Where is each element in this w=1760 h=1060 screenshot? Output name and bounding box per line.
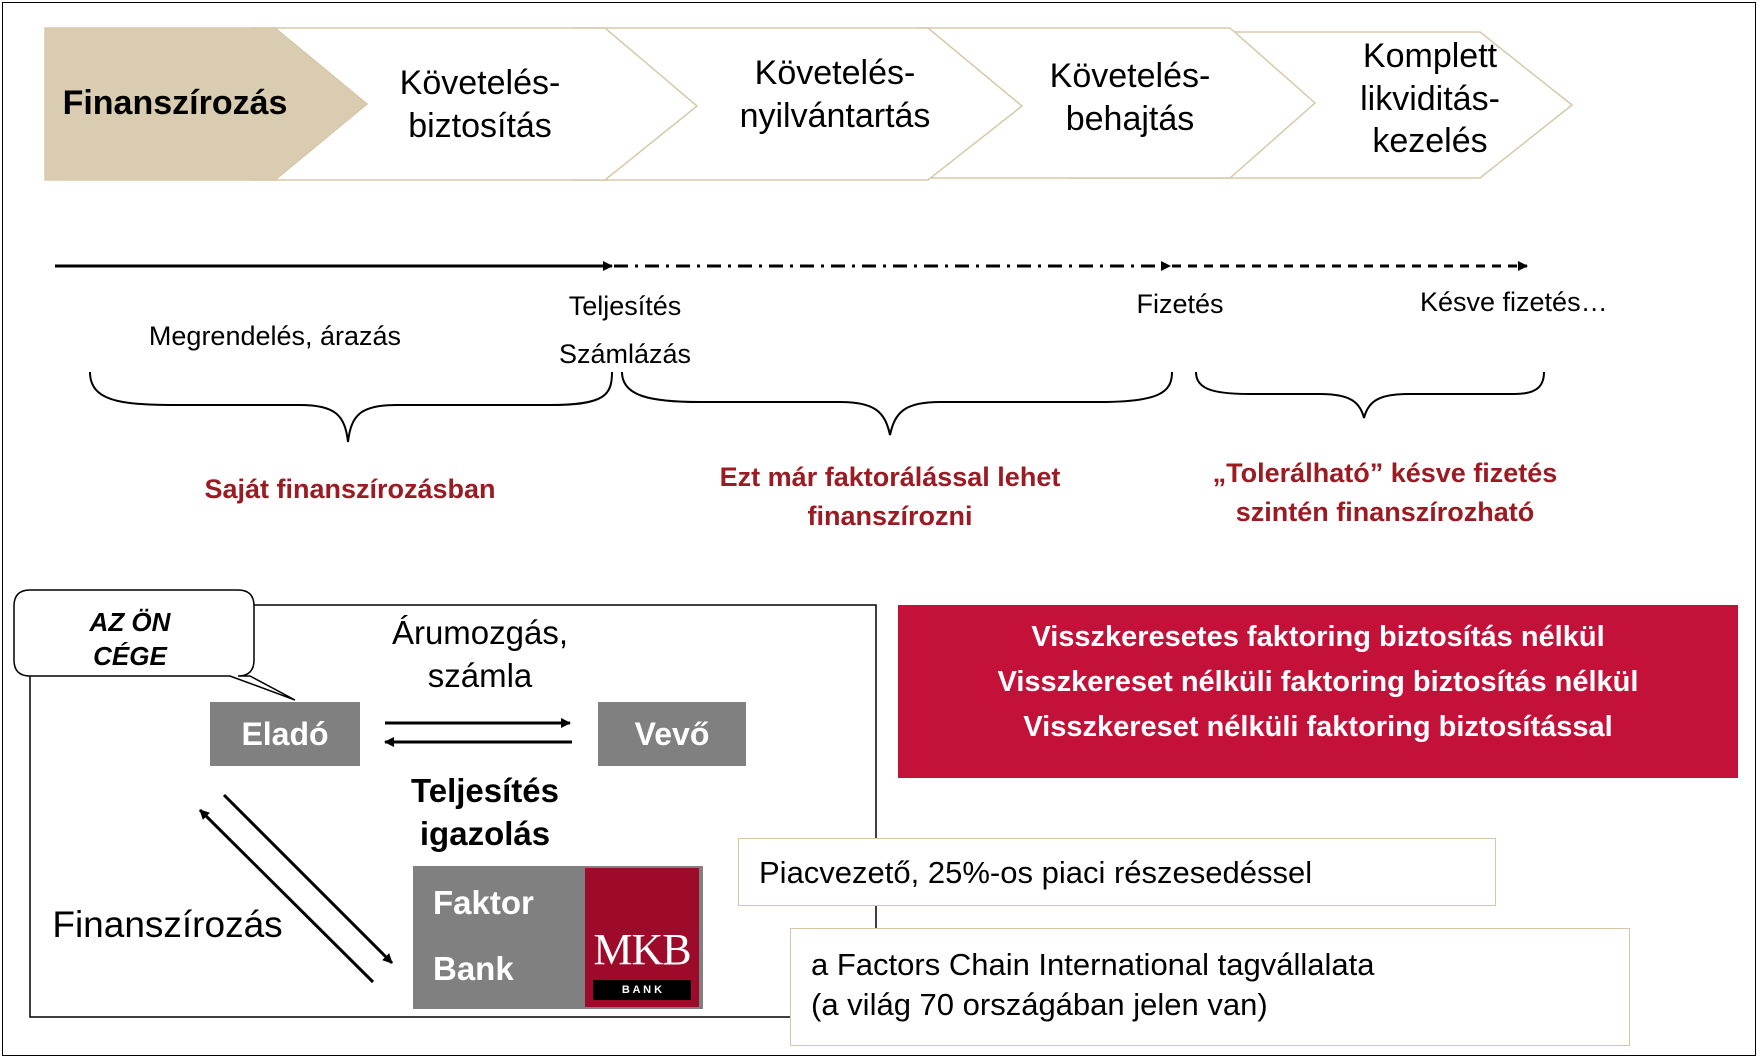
brace-2: [621, 371, 1173, 436]
info-fci: a Factors Chain International tagvállala…: [790, 928, 1630, 1046]
brace-1: [89, 371, 613, 443]
box-elado: Eladó: [210, 702, 360, 766]
info-piacvezeto: Piacvezető, 25%-os piaci részesedéssel: [738, 838, 1496, 906]
step-label-kovetelesnyilvantartas: Követelés- nyilvántartás: [739, 54, 931, 135]
caption-sajat: Saját finanszírozásban: [204, 474, 496, 504]
product-item: Visszkeresetes faktoring biztosítás nélk…: [1031, 621, 1605, 653]
step-label-kovetelesbehajtas: Követelés- behajtás: [1049, 57, 1211, 138]
label-finanszirozas: Finanszírozás: [52, 904, 283, 945]
step-label-finanszirozas: Finanszírozás: [62, 84, 288, 122]
label-megrendeles: Megrendelés, árazás: [148, 321, 402, 351]
arrow-to-elado: [198, 808, 375, 984]
box-vevo: Vevő: [598, 702, 746, 766]
caption-tolerálható: „Tolerálható” késve fizetés szintén fina…: [1212, 458, 1558, 528]
product-item: Visszkereset nélküli faktoring biztosítá…: [997, 665, 1639, 698]
step-label-komplett: Komplett likviditás- kezelés: [1360, 37, 1500, 160]
callout-text: AZ ÖN CÉGE: [89, 607, 171, 671]
callout-bubble: [13, 589, 296, 701]
product-box: Visszkeresetes faktoring biztosítás nélk…: [898, 605, 1738, 778]
mkb-logo: MKB B A N K: [585, 868, 699, 1007]
faktor-text: Faktor: [433, 884, 534, 921]
brace-3: [1195, 371, 1545, 419]
arrow-to-bank: [222, 793, 394, 965]
step-label-kovetelesbiztositas: Követelés- biztosítás: [399, 64, 561, 145]
label-teljesites-igazolas: Teljesítés igazolás: [411, 772, 559, 852]
faktor-bank-block: Faktor Bank MKB B A N K: [413, 866, 703, 1009]
label-arumozgas: Árumozgás, számla: [391, 614, 569, 694]
label-teljesites: Teljesítés: [568, 291, 682, 321]
label-kesve: Késve fizetés…: [1420, 287, 1608, 317]
product-item: Visszkereset nélküli faktoring biztosítá…: [1023, 710, 1613, 743]
caption-faktoralas: Ezt már faktorálással lehet finanszírozn…: [719, 462, 1061, 532]
mkb-logo-text: MKB: [593, 925, 691, 974]
label-szamlazas: Számlázás: [558, 339, 692, 369]
bank-text: Bank: [433, 950, 514, 987]
mkb-logo-bank: B A N K: [593, 980, 691, 1000]
chevron-1-active: [44, 27, 369, 181]
label-fizetes: Fizetés: [1136, 289, 1224, 319]
